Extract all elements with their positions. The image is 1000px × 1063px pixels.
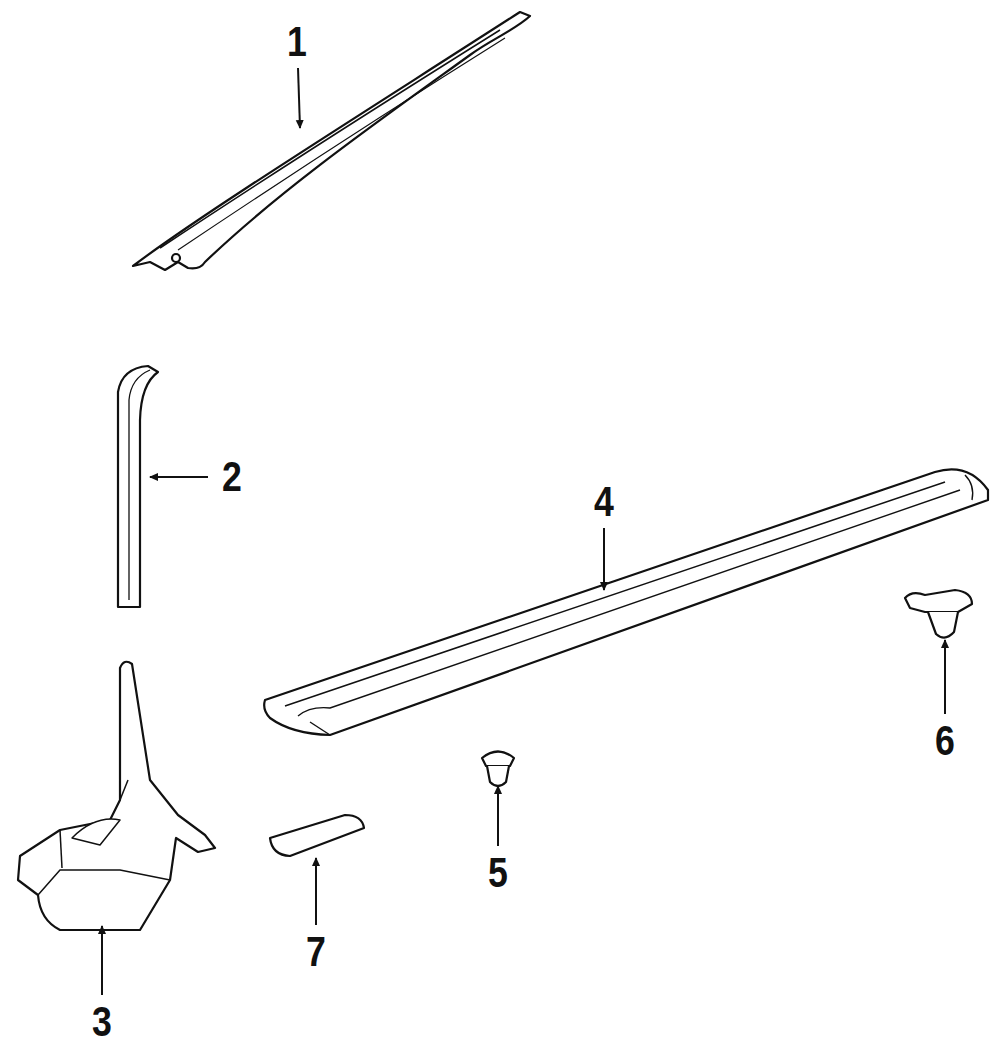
pillar-trim-lower [118, 366, 158, 607]
pad [270, 815, 364, 856]
callout-number: 6 [935, 720, 955, 762]
callout-number: 3 [92, 1001, 112, 1043]
retainer-clip [482, 752, 514, 787]
leader-lines [102, 68, 945, 995]
callout-number: 5 [488, 852, 508, 894]
pillar-trim [133, 12, 530, 270]
sill-plate [264, 469, 988, 735]
kick-panel [18, 662, 215, 930]
callout-number: 4 [594, 481, 614, 523]
callout-number: 7 [306, 931, 326, 973]
callout-number: 1 [287, 21, 307, 63]
retainer-clip [905, 590, 972, 638]
callout-number: 2 [222, 456, 242, 498]
